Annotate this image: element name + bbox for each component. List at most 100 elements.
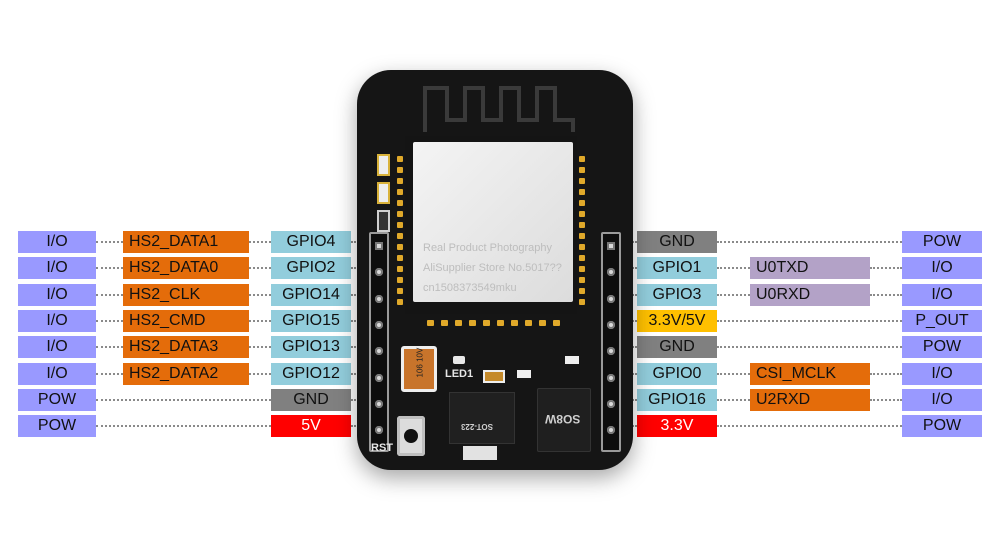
left-function-label: HS2_DATA2 bbox=[123, 363, 249, 385]
led-label: LED1 bbox=[445, 368, 474, 380]
watermark-2: AliSupplier Store No.5017?? bbox=[423, 262, 562, 274]
right-type-label: I/O bbox=[902, 257, 982, 279]
left-function-label: HS2_CLK bbox=[123, 284, 249, 306]
right-type-label: POW bbox=[902, 231, 982, 253]
header-pin bbox=[375, 426, 383, 435]
right-leader-dots bbox=[717, 425, 902, 427]
left-gpio-label: GPIO4 bbox=[271, 231, 351, 253]
right-leader-dots bbox=[870, 294, 902, 296]
resistor-3 bbox=[377, 210, 390, 232]
usb-pad bbox=[463, 446, 497, 460]
left-leader-dots bbox=[96, 399, 271, 401]
left-type-label: I/O bbox=[18, 336, 96, 358]
header-pin bbox=[375, 373, 383, 382]
left-gpio-label: GPIO14 bbox=[271, 284, 351, 306]
module-pad bbox=[483, 320, 490, 326]
led-icon bbox=[453, 356, 465, 364]
module-pad bbox=[579, 266, 585, 272]
header-pin bbox=[607, 242, 615, 250]
module-pad bbox=[441, 320, 448, 326]
left-type-label: I/O bbox=[18, 231, 96, 253]
rf-shield: Real Product Photography AliSupplier Sto… bbox=[405, 136, 577, 314]
rst-button[interactable] bbox=[397, 416, 425, 456]
header-pin bbox=[607, 294, 615, 303]
module-pad bbox=[525, 320, 532, 326]
right-leader-dots bbox=[717, 294, 750, 296]
module-pad bbox=[397, 233, 403, 239]
left-function-label: HS2_DATA1 bbox=[123, 231, 249, 253]
module-pad bbox=[539, 320, 546, 326]
right-gpio-label: 3.3V bbox=[637, 415, 717, 437]
right-function-label: U0TXD bbox=[750, 257, 870, 279]
left-function-label: HS2_DATA0 bbox=[123, 257, 249, 279]
left-pin-header bbox=[369, 232, 389, 452]
flash-chip: SO8W bbox=[537, 388, 591, 452]
left-leader-dots bbox=[249, 320, 271, 322]
left-type-label: I/O bbox=[18, 257, 96, 279]
capacitor-label: 106 10V bbox=[415, 347, 425, 378]
left-gpio-label: GPIO12 bbox=[271, 363, 351, 385]
right-gpio-label: GPIO16 bbox=[637, 389, 717, 411]
module-pad bbox=[511, 320, 518, 326]
left-type-label: I/O bbox=[18, 363, 96, 385]
module-pad bbox=[579, 189, 585, 195]
left-gpio-label: GPIO13 bbox=[271, 336, 351, 358]
right-function-label: CSI_MCLK bbox=[750, 363, 870, 385]
resistor-1 bbox=[377, 154, 390, 176]
header-pin bbox=[375, 320, 383, 329]
header-pin bbox=[607, 347, 615, 356]
module-pad bbox=[497, 320, 504, 326]
right-gpio-label: GND bbox=[637, 336, 717, 358]
regulator-label: SOT-223 bbox=[461, 422, 494, 431]
module-pad bbox=[397, 277, 403, 283]
module-pad bbox=[397, 189, 403, 195]
module-pad bbox=[553, 320, 560, 326]
flash-chip-label: SO8W bbox=[545, 412, 581, 426]
left-type-label: I/O bbox=[18, 310, 96, 332]
module-pad bbox=[579, 178, 585, 184]
left-type-label: I/O bbox=[18, 284, 96, 306]
header-pin bbox=[375, 347, 383, 356]
capacitor: 106 10V bbox=[401, 346, 437, 392]
module-pad bbox=[579, 255, 585, 261]
module-pad bbox=[397, 244, 403, 250]
left-leader-dots bbox=[249, 346, 271, 348]
right-gpio-label: GPIO0 bbox=[637, 363, 717, 385]
left-leader-dots bbox=[96, 294, 123, 296]
header-pin bbox=[607, 399, 615, 408]
resistor-6 bbox=[565, 356, 579, 364]
left-type-label: POW bbox=[18, 415, 96, 437]
module-pad bbox=[397, 200, 403, 206]
left-function-label: HS2_CMD bbox=[123, 310, 249, 332]
left-gpio-label: GPIO15 bbox=[271, 310, 351, 332]
left-gpio-label: 5V bbox=[271, 415, 351, 437]
left-leader-dots bbox=[96, 373, 123, 375]
left-leader-dots bbox=[96, 267, 123, 269]
header-pin bbox=[607, 373, 615, 382]
header-pin bbox=[375, 294, 383, 303]
left-leader-dots bbox=[249, 373, 271, 375]
module-pad bbox=[579, 222, 585, 228]
resistor-4 bbox=[483, 370, 505, 383]
module-pad bbox=[469, 320, 476, 326]
header-pin bbox=[607, 268, 615, 277]
esp32-cam-board: Real Product Photography AliSupplier Sto… bbox=[357, 70, 633, 470]
module-pad bbox=[579, 211, 585, 217]
right-pin-header bbox=[601, 232, 621, 452]
module-pad bbox=[397, 299, 403, 305]
right-gpio-label: 3.3V/5V bbox=[637, 310, 717, 332]
resistor-2 bbox=[377, 182, 390, 204]
right-leader-dots bbox=[870, 399, 902, 401]
header-pin bbox=[375, 242, 383, 250]
module-pad bbox=[397, 167, 403, 173]
header-pin bbox=[607, 320, 615, 329]
right-leader-dots bbox=[717, 399, 750, 401]
left-leader-dots bbox=[249, 241, 271, 243]
right-function-label: U2RXD bbox=[750, 389, 870, 411]
module-pad bbox=[579, 277, 585, 283]
module-pad bbox=[427, 320, 434, 326]
resistor-5 bbox=[517, 370, 531, 378]
right-leader-dots bbox=[717, 373, 750, 375]
module-pad bbox=[579, 156, 585, 162]
right-type-label: I/O bbox=[902, 363, 982, 385]
